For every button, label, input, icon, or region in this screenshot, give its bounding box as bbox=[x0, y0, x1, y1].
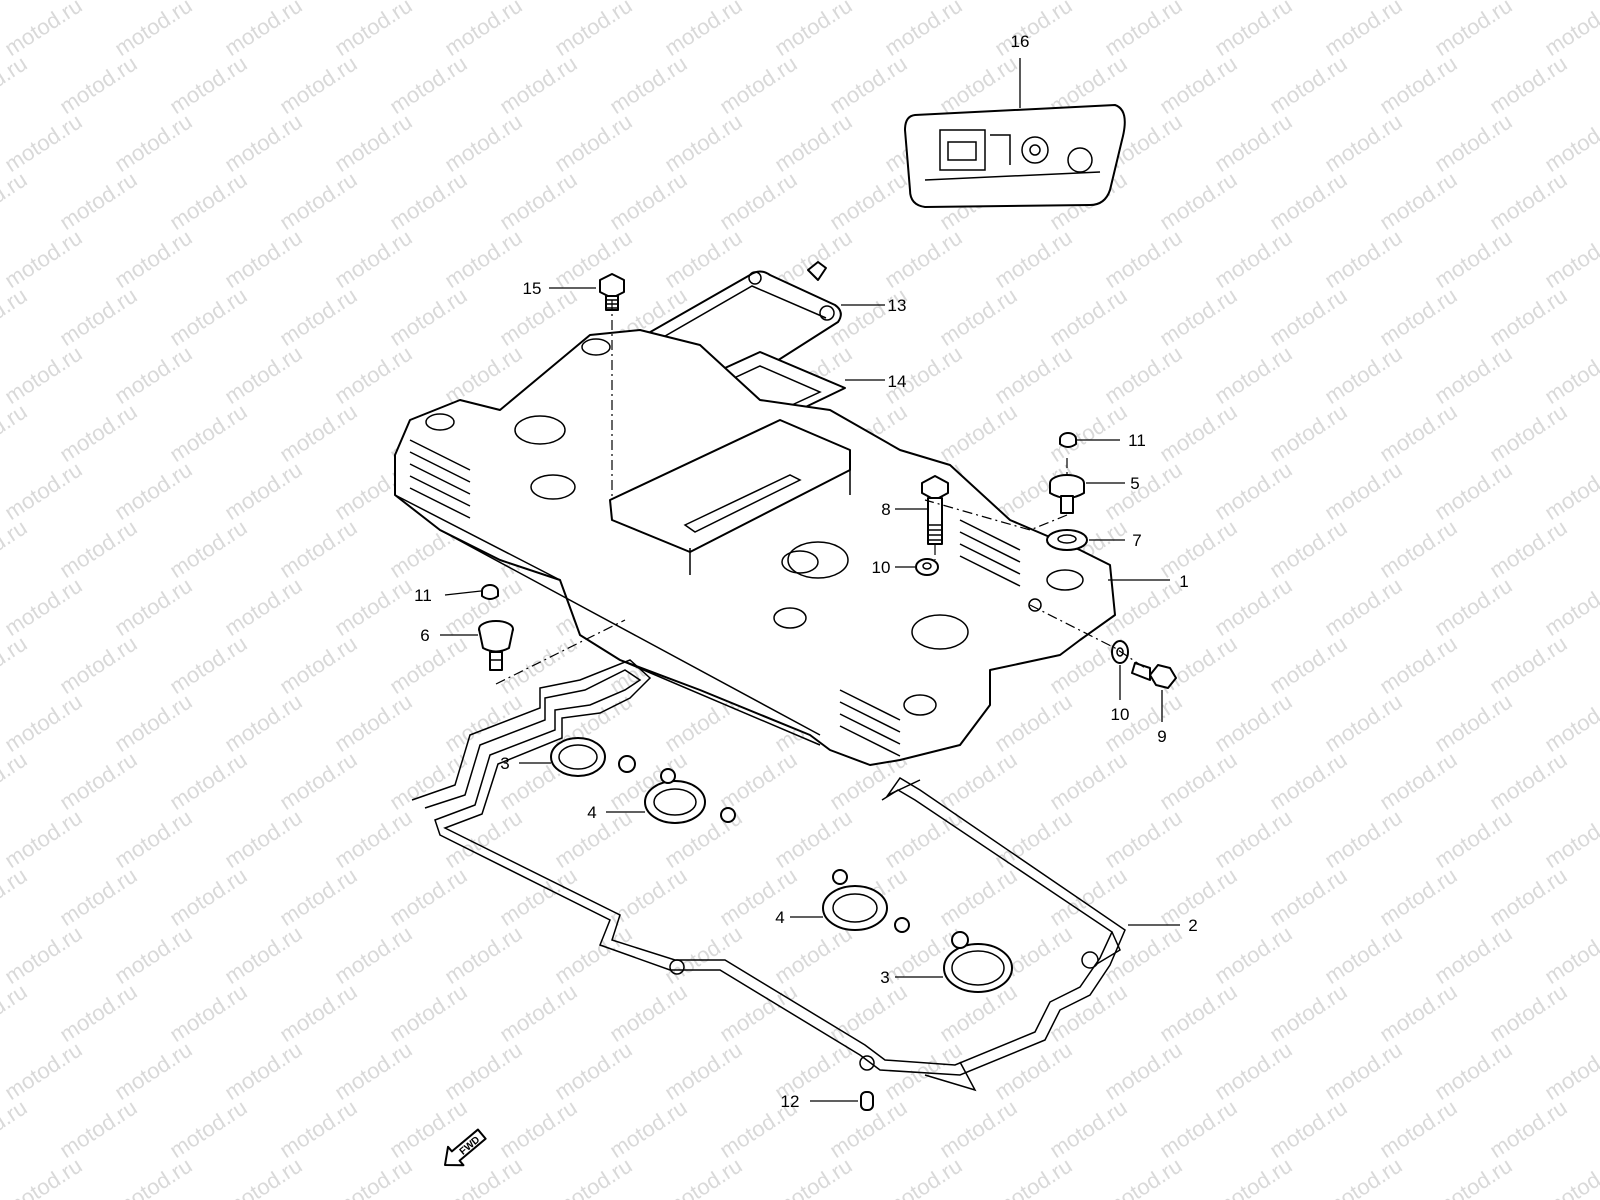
alignment-lines bbox=[495, 300, 1146, 685]
callout-15: 15 bbox=[523, 279, 542, 298]
cylinder-head-cover-1 bbox=[394, 329, 1116, 766]
callout-2: 2 bbox=[1188, 916, 1197, 935]
bolt-15 bbox=[599, 273, 625, 311]
cap-11a bbox=[1059, 432, 1077, 448]
callout-4-top: 4 bbox=[587, 803, 596, 822]
plug-6 bbox=[478, 620, 514, 671]
callout-labels: 16 15 13 14 11 5 7 8 10 1 11 6 10 9 3 4 … bbox=[414, 32, 1198, 1111]
pin-12 bbox=[860, 1091, 874, 1111]
long-bolt-8 bbox=[921, 475, 949, 545]
plug-hole-seal-3b bbox=[943, 931, 1013, 993]
callout-6: 6 bbox=[420, 626, 429, 645]
callout-7: 7 bbox=[1132, 531, 1141, 550]
plug-hole-seal-4b bbox=[822, 869, 910, 933]
callout-12: 12 bbox=[781, 1092, 800, 1111]
gasket-set-package-16 bbox=[904, 104, 1126, 208]
washer-7 bbox=[1046, 529, 1088, 551]
callout-8: 8 bbox=[881, 500, 890, 519]
callout-11-right: 11 bbox=[1128, 431, 1146, 450]
callout-11-left: 11 bbox=[414, 586, 432, 605]
callout-13: 13 bbox=[888, 296, 907, 315]
callout-10-top: 10 bbox=[872, 558, 891, 577]
forward-direction-arrow: FWD bbox=[444, 1128, 487, 1167]
small-bolt-9 bbox=[1131, 662, 1177, 689]
cover-bolt-5 bbox=[1049, 474, 1085, 514]
head-cover-gasket-2 bbox=[411, 659, 1126, 1092]
plug-hole-seal-4a bbox=[644, 768, 736, 824]
washer-10a bbox=[915, 558, 939, 576]
plug-hole-seal-3a bbox=[550, 737, 636, 777]
callout-14: 14 bbox=[888, 372, 907, 391]
callout-5: 5 bbox=[1130, 474, 1139, 493]
callout-9: 9 bbox=[1157, 727, 1166, 746]
callout-3-bottom: 3 bbox=[880, 968, 889, 987]
callout-10-bottom: 10 bbox=[1111, 705, 1130, 724]
callout-4-bottom: 4 bbox=[775, 908, 784, 927]
callout-16: 16 bbox=[1011, 32, 1030, 51]
callout-1: 1 bbox=[1179, 572, 1188, 591]
leader-lines bbox=[440, 58, 1180, 1102]
cap-11b bbox=[481, 584, 499, 600]
callout-3-top: 3 bbox=[500, 754, 509, 773]
